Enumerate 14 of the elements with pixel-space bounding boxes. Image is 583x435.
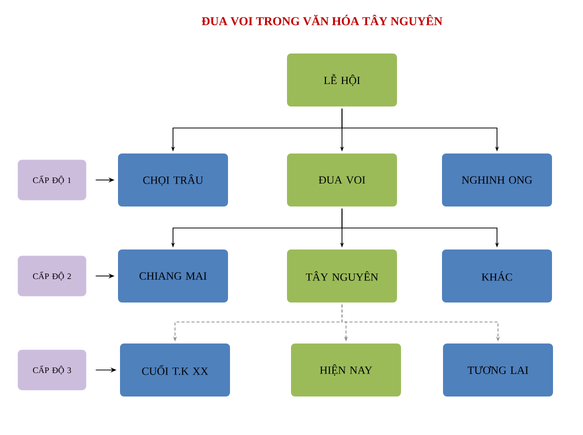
level-box: CẤP ĐỘ 1 (16, 158, 88, 202)
process-box: LỄ HỘI (285, 52, 399, 108)
process-box: CHỌI TRÂU (116, 152, 230, 208)
title: ĐUA VOI TRONG VĂN HÓA TÂY NGUYÊN (202, 14, 442, 26)
process-box: KHÁC (440, 247, 554, 304)
process-box: NGHINH ONG (440, 152, 554, 208)
process-box: CUỐI T.K XX (118, 341, 232, 398)
level-box: CẤP ĐỘ 2 (16, 254, 88, 298)
level-box: CẤP ĐỘ 3 (16, 348, 88, 392)
process-box: CHIANG MAI (116, 247, 230, 304)
process-box: TƯƠNG LAI (441, 341, 555, 398)
process-box: HIỆN NAY (289, 341, 403, 398)
process-box: TÂY NGUYÊN (285, 247, 399, 304)
process-box: ĐUA VOI (285, 152, 399, 208)
